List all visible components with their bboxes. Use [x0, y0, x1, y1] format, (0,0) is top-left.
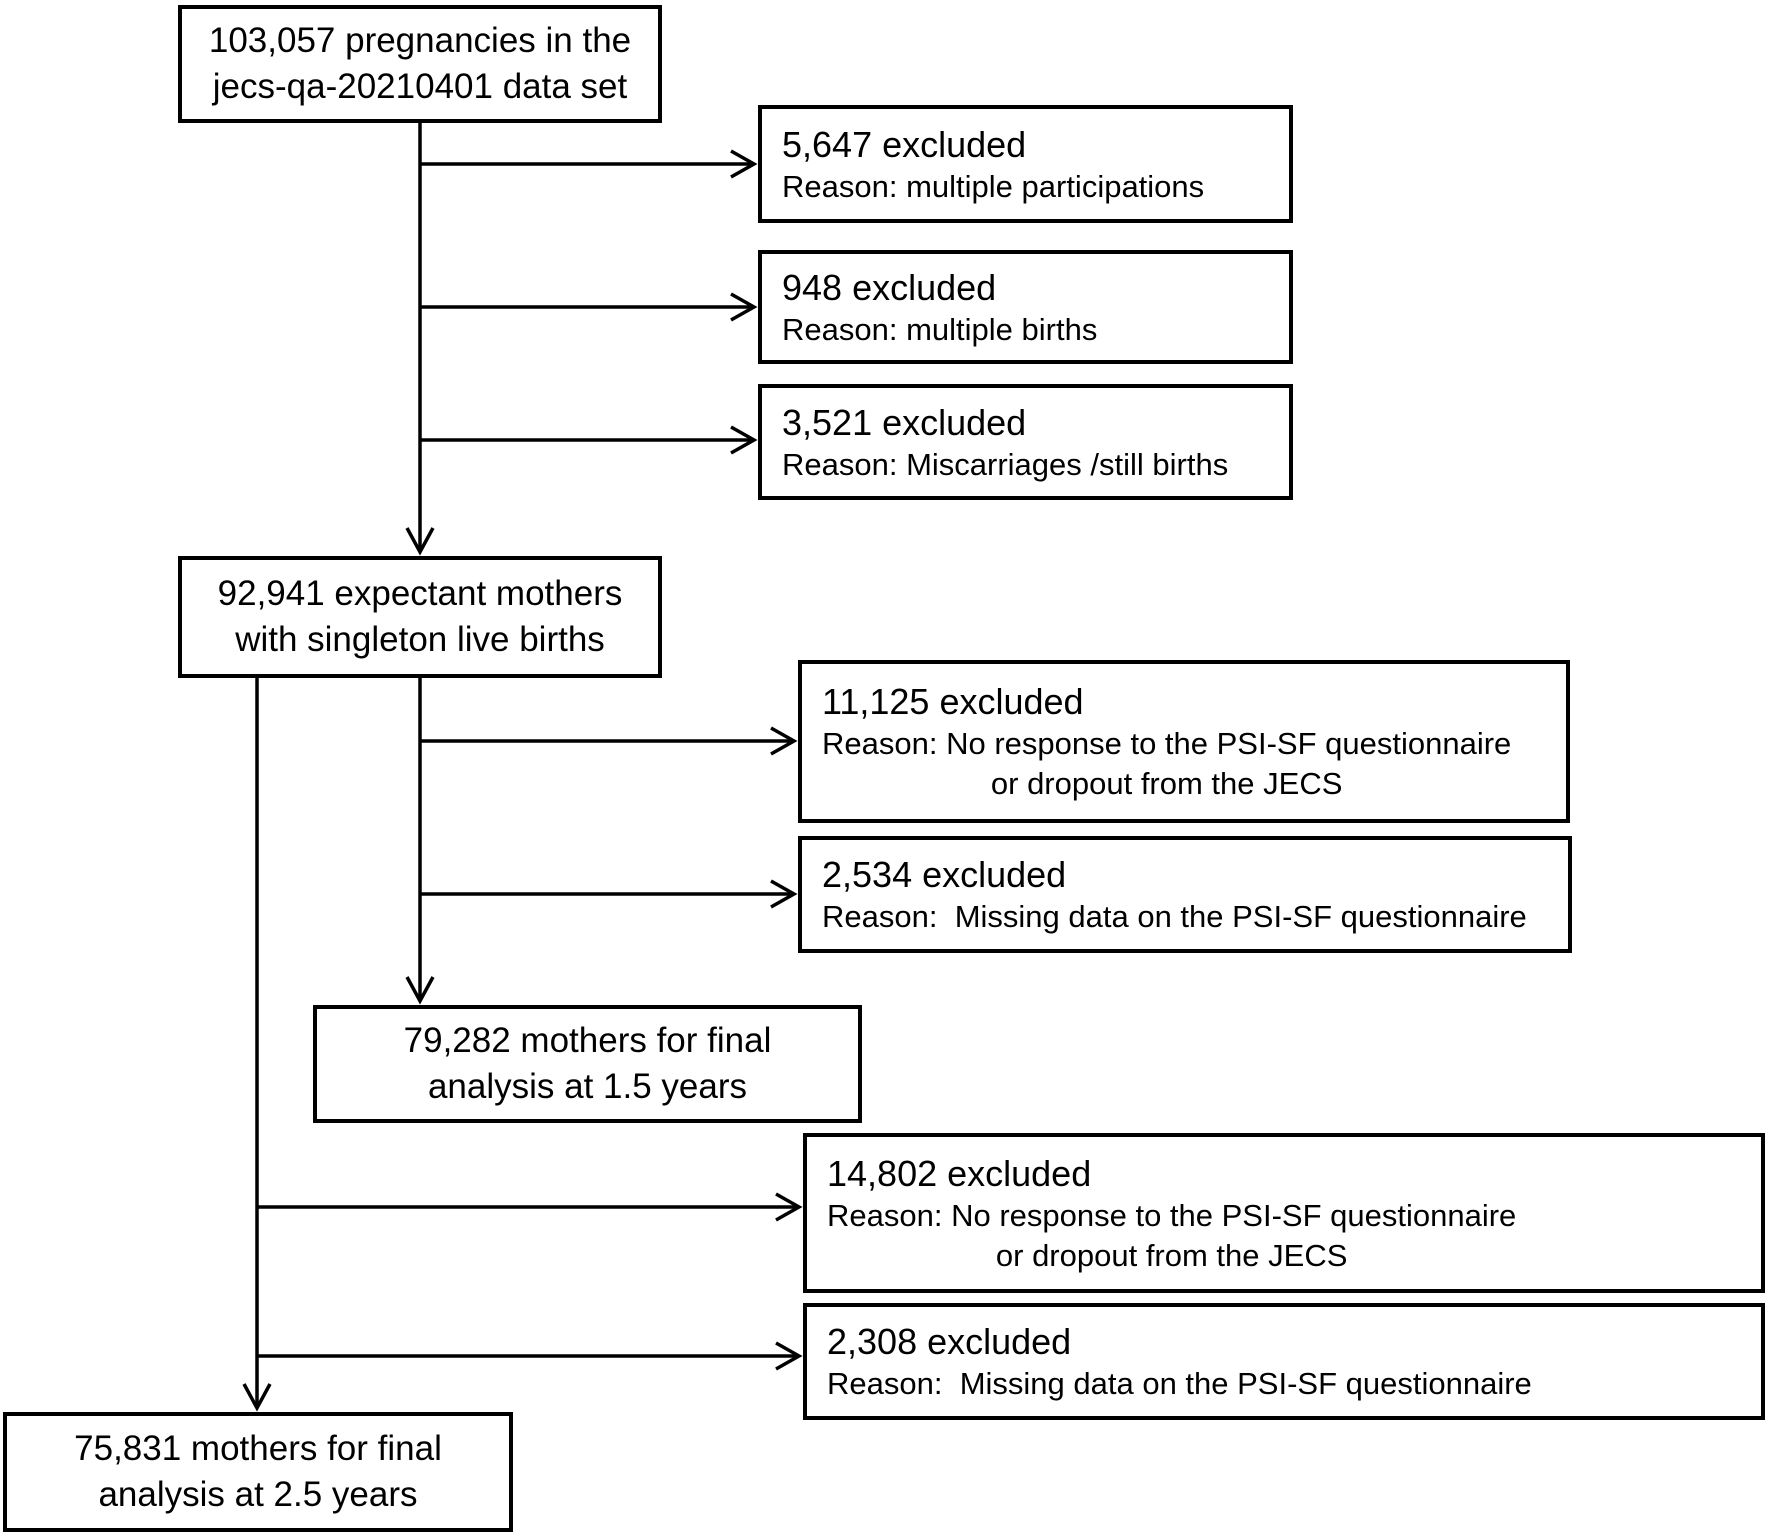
- exclusion-reason-wrap: Reason: multiple births: [782, 310, 1097, 350]
- exclusion-reason-continued: or dropout from the JECS: [995, 1237, 1348, 1273]
- node-line: with singleton live births: [235, 620, 605, 659]
- exclusion-no-response-1-5-years: 11,125 excluded Reason: No response to t…: [798, 660, 1570, 823]
- node-line: 92,941 expectant mothers: [217, 574, 623, 613]
- node-final-analysis-2-5-years: 75,831 mothers for final analysis at 2.5…: [3, 1412, 513, 1532]
- exclusion-reason-wrap: Reason: No response to the PSI-SF questi…: [827, 1196, 1516, 1276]
- node-line: 103,057 pregnancies in the: [208, 21, 632, 60]
- arrow-to-no-response-1-5: [420, 726, 798, 756]
- exclusion-reason: Reason: multiple participations: [782, 168, 1205, 204]
- exclusion-reason-wrap: Reason: Miscarriages /still births: [782, 445, 1228, 485]
- exclusion-reason: Reason: Missing data on the PSI-SF quest…: [822, 899, 1527, 934]
- arrow-to-no-response-2-5: [257, 1192, 803, 1222]
- exclusion-no-response-2-5-years: 14,802 excluded Reason: No response to t…: [803, 1133, 1765, 1293]
- exclusion-reason: Reason: No response to the PSI-SF questi…: [822, 726, 1512, 761]
- exclusion-reason: Reason: No response to the PSI-SF questi…: [827, 1197, 1517, 1233]
- arrow-singleton-to-final-2-5: [242, 678, 272, 1412]
- exclusion-miscarriages-still-births: 3,521 excluded Reason: Miscarriages /sti…: [758, 384, 1293, 500]
- exclusion-reason: Reason: Miscarriages /still births: [782, 446, 1229, 482]
- exclusion-reason-wrap: Reason: Missing data on the PSI-SF quest…: [822, 897, 1527, 937]
- exclusion-count: 2,308 excluded: [827, 1321, 1072, 1362]
- exclusion-reason-continued: or dropout from the JECS: [990, 766, 1343, 801]
- exclusion-count: 11,125 excluded: [822, 681, 1084, 722]
- arrow-pregnancies-to-singleton: [405, 123, 435, 556]
- arrow-to-missing-data-1-5: [420, 879, 798, 909]
- node-line: analysis at 2.5 years: [98, 1475, 418, 1514]
- node-line: 75,831 mothers for final: [74, 1429, 442, 1468]
- arrow-to-multiple-births: [420, 292, 758, 322]
- exclusion-count: 3,521 excluded: [782, 401, 1027, 443]
- exclusion-reason-wrap: Reason: multiple participations: [782, 167, 1204, 207]
- exclusion-count: 948 excluded: [782, 266, 997, 308]
- node-line: 79,282 mothers for final: [403, 1021, 772, 1060]
- exclusion-reason-wrap: Reason: No response to the PSI-SF questi…: [822, 724, 1511, 804]
- exclusion-count: 5,647 excluded: [782, 123, 1027, 165]
- exclusion-missing-data-1-5-years: 2,534 excluded Reason: Missing data on t…: [798, 836, 1572, 953]
- node-final-analysis-1-5-years: 79,282 mothers for final analysis at 1.5…: [313, 1005, 862, 1123]
- exclusion-missing-data-2-5-years: 2,308 excluded Reason: Missing data on t…: [803, 1303, 1765, 1420]
- node-line: analysis at 1.5 years: [427, 1067, 748, 1106]
- exclusion-multiple-participations: 5,647 excluded Reason: multiple particip…: [758, 105, 1293, 223]
- node-singleton-live-births: 92,941 expectant mothers with singleton …: [178, 556, 662, 678]
- exclusion-reason: Reason: Missing data on the PSI-SF quest…: [827, 1366, 1532, 1401]
- arrow-to-missing-data-2-5: [257, 1341, 803, 1371]
- exclusion-multiple-births: 948 excluded Reason: multiple births: [758, 250, 1293, 364]
- arrow-singleton-to-final-1-5: [405, 678, 435, 1005]
- node-pregnancies: 103,057 pregnancies in the jecs-qa-20210…: [178, 5, 662, 123]
- exclusion-reason-wrap: Reason: Missing data on the PSI-SF quest…: [827, 1364, 1532, 1404]
- node-line: jecs-qa-20210401 data set: [212, 67, 628, 106]
- exclusion-count: 14,802 excluded: [827, 1152, 1092, 1194]
- arrow-to-miscarriages: [420, 425, 758, 455]
- exclusion-reason: Reason: multiple births: [782, 311, 1098, 347]
- arrow-to-multiple-participations: [420, 149, 758, 179]
- exclusion-count: 2,534 excluded: [822, 854, 1067, 895]
